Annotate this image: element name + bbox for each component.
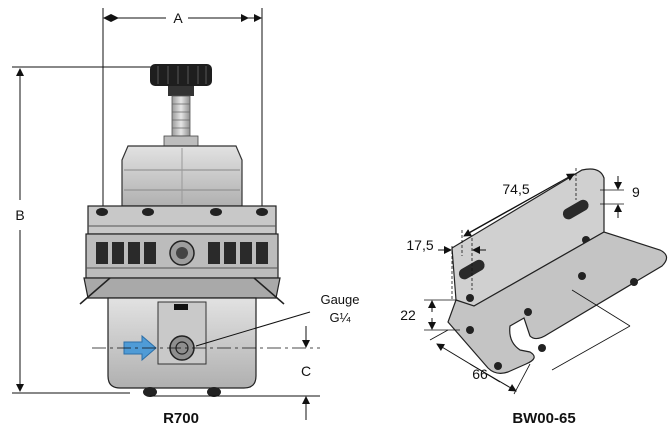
dim-9: 9 (600, 176, 640, 218)
dim-17-5: 17,5 (406, 237, 486, 300)
bracket-caption: BW00-65 (512, 410, 575, 427)
bonnet (121, 145, 243, 207)
regulator-body (85, 233, 279, 279)
dim-b-label: B (15, 207, 24, 223)
gauge-thread-label: G¼ (330, 310, 351, 325)
regulator-caption: R700 (163, 410, 199, 427)
dim-22: 22 (400, 299, 460, 331)
gauge-leader-line (195, 311, 311, 347)
dimension-c: C (150, 326, 320, 420)
dim-9-label: 9 (632, 184, 640, 200)
lower-bowl (107, 297, 257, 397)
dim-66-label: 66 (472, 366, 488, 382)
upper-flange (87, 205, 277, 235)
dim-66: 66 (429, 329, 531, 395)
lower-flange (79, 277, 285, 305)
handwheel (150, 64, 212, 96)
dim-17-5-label: 17,5 (406, 237, 433, 253)
bracket-drawing: 74,5 9 17,5 22 (400, 168, 668, 427)
dim-22-label: 22 (400, 307, 416, 323)
regulator-drawing: A B (12, 8, 360, 427)
dimension-b: B (12, 66, 160, 394)
bracket-base-plate (447, 231, 668, 374)
flow-direction-arrow-icon (123, 334, 157, 362)
dimension-a: A (102, 8, 263, 212)
adjusting-stem (163, 95, 199, 147)
dim-c-label: C (301, 363, 311, 379)
gauge-label: Gauge (320, 292, 359, 307)
vertical-slot-2 (562, 199, 589, 220)
dim-74-5-label: 74,5 (502, 181, 529, 197)
dim-a-label: A (173, 10, 183, 26)
dim-74-5: 74,5 (461, 168, 577, 256)
